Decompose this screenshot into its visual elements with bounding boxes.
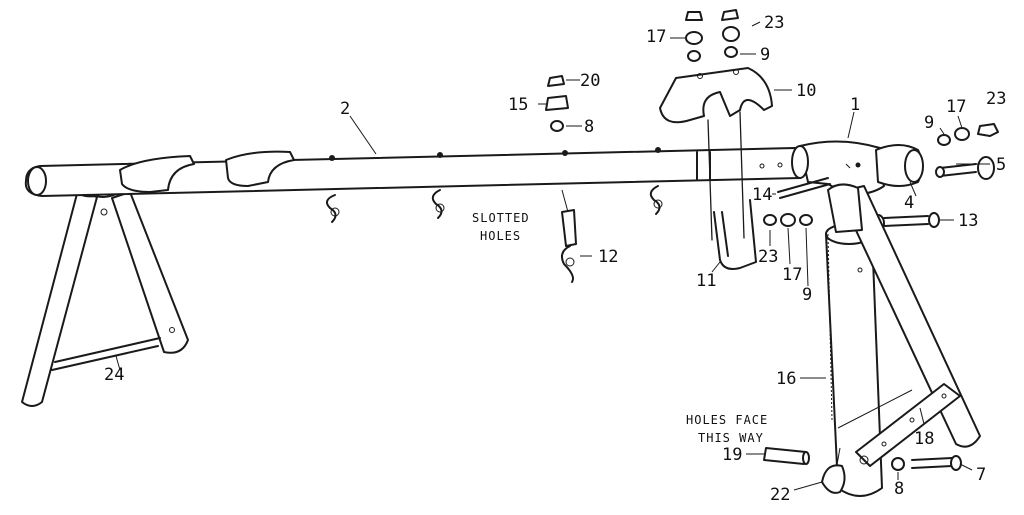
carriage-bolt-5 [935,156,995,180]
callout-10: 10 [796,81,816,101]
callout-5: 5 [996,155,1006,175]
top-beam [24,147,801,197]
callout-9-right: 9 [924,113,934,133]
note-holes-line1: HOLES FACE [686,413,768,427]
callout-23-top: 23 [764,13,784,33]
callout-16: 16 [776,369,796,389]
top-bracket-10 [659,67,773,241]
callout-8-leg: 8 [894,479,904,499]
callout-15: 15 [508,95,528,115]
callout-22: 22 [770,485,790,505]
bolt-7 [891,455,962,471]
callout-23-mid: 23 [758,247,778,267]
callout-17-mid: 17 [782,265,802,285]
right-a-frame [825,183,981,497]
notes: SLOTTED HOLES HOLES FACE THIS WAY [472,211,768,445]
callout-11: 11 [696,271,716,291]
callout-4: 4 [904,193,914,213]
callout-17-right: 17 [946,97,966,117]
callout-17-top: 17 [646,27,666,47]
callout-9-top: 9 [760,45,770,65]
spacer-19 [763,447,810,465]
u-bolt-11 [713,199,757,270]
hardware-stack-beam [545,75,569,132]
corner-fitting-1 [791,140,885,196]
end-cap-22 [821,464,846,494]
callout-1: 1 [850,95,860,115]
note-slotted-line1: SLOTTED [472,211,530,225]
note-holes-line2: THIS WAY [698,431,764,445]
bolt-14 [777,177,831,199]
callout-18: 18 [914,429,934,449]
callout-12: 12 [598,247,618,267]
callout-7: 7 [976,465,986,485]
swing-hanger-12 [561,189,577,283]
callout-19: 19 [722,445,742,465]
washer-nut-set-right [937,123,999,146]
hardware-stack-bracket [685,9,740,62]
callout-13: 13 [958,211,978,231]
callout-20: 20 [580,71,600,91]
callout-8-beam: 8 [584,117,594,137]
end-cap-4 [875,144,924,187]
leader-lines [115,21,990,491]
callout-9-mid: 9 [802,285,812,305]
callout-14: 14 [752,185,772,205]
swing-hooks [325,185,663,223]
washer-nut-set-mid [763,213,813,227]
note-slotted-line2: HOLES [480,229,521,243]
callout-24: 24 [104,365,124,385]
callout-23-right: 23 [986,89,1006,109]
callout-labels: 2 1 4 5 7 8 8 9 9 9 10 11 12 13 14 15 16… [104,13,1006,505]
callout-2: 2 [340,99,350,119]
